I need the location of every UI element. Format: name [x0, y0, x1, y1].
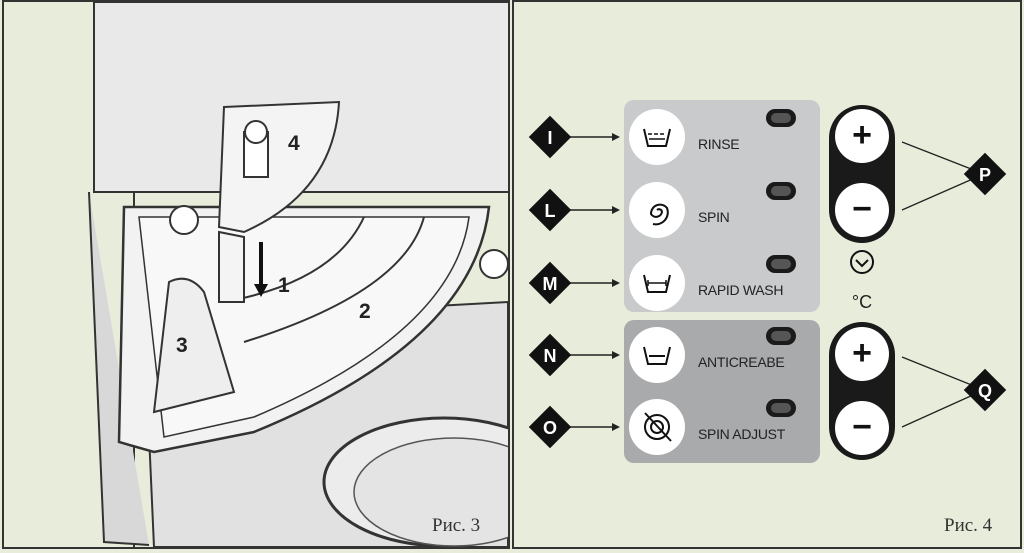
celsius-label: °C: [852, 292, 872, 312]
temp-plus-button[interactable]: [835, 327, 889, 381]
callout-letter: L: [545, 201, 556, 221]
rapid-wash-basin-icon: [643, 274, 671, 293]
callout-p: P: [979, 165, 991, 185]
figure-3-caption: Рис. 3: [432, 515, 481, 536]
button-label: RAPID WASH: [698, 282, 784, 298]
figure-4-caption: Рис. 4: [944, 515, 993, 536]
figure-4-control-panel: I L M N O + − °C + − P Q RINSE SPIN RAPID WASH…: [512, 0, 1022, 549]
button-label: SPIN ADJUST: [698, 426, 785, 442]
spin-adjust-button[interactable]: [629, 399, 685, 455]
callout-q: Q: [978, 381, 992, 401]
time-plus-label: +: [852, 116, 872, 154]
time-minus-label: −: [852, 190, 872, 228]
clock-icon: [850, 250, 874, 274]
time-minus-button[interactable]: [835, 183, 889, 237]
spin-button[interactable]: [629, 182, 685, 238]
button-label: SPIN: [698, 209, 730, 225]
figure-3-drawer-illustration: 4 1 2 3 Рис. 3: [2, 0, 510, 549]
callout-3: 3: [176, 334, 188, 357]
detergent-drawer-drawing: 4 1 2 3: [88, 2, 508, 547]
control-panel-drawing: I L M N O + − °C + − P Q: [528, 100, 1007, 463]
callout-1: 1: [278, 274, 290, 297]
anticreabe-button[interactable]: [629, 327, 685, 383]
spin-adjust-icon: [644, 412, 672, 442]
time-plus-button[interactable]: [835, 109, 889, 163]
temp-minus-label: −: [852, 408, 872, 446]
rinse-button[interactable]: [629, 109, 685, 165]
callout-2: 2: [359, 300, 371, 323]
button-label: ANTICREABE: [698, 354, 785, 370]
callout-letter: I: [547, 128, 552, 148]
anticrease-basin-icon: [643, 346, 671, 365]
spin-spiral-icon: [649, 203, 669, 226]
temp-minus-button[interactable]: [835, 401, 889, 455]
button-label: RINSE: [698, 136, 740, 152]
callout-letter: M: [543, 274, 558, 294]
button-labels: RINSE SPIN RAPID WASH ANTICREABE SPIN ADJUST: [514, 2, 1020, 547]
rinse-basin-icon: [643, 128, 671, 147]
temp-plus-label: +: [852, 334, 872, 372]
callout-4: 4: [288, 132, 300, 155]
rapid-wash-button[interactable]: [629, 255, 685, 311]
callout-letter: O: [543, 418, 557, 438]
callout-letter: N: [544, 346, 557, 366]
